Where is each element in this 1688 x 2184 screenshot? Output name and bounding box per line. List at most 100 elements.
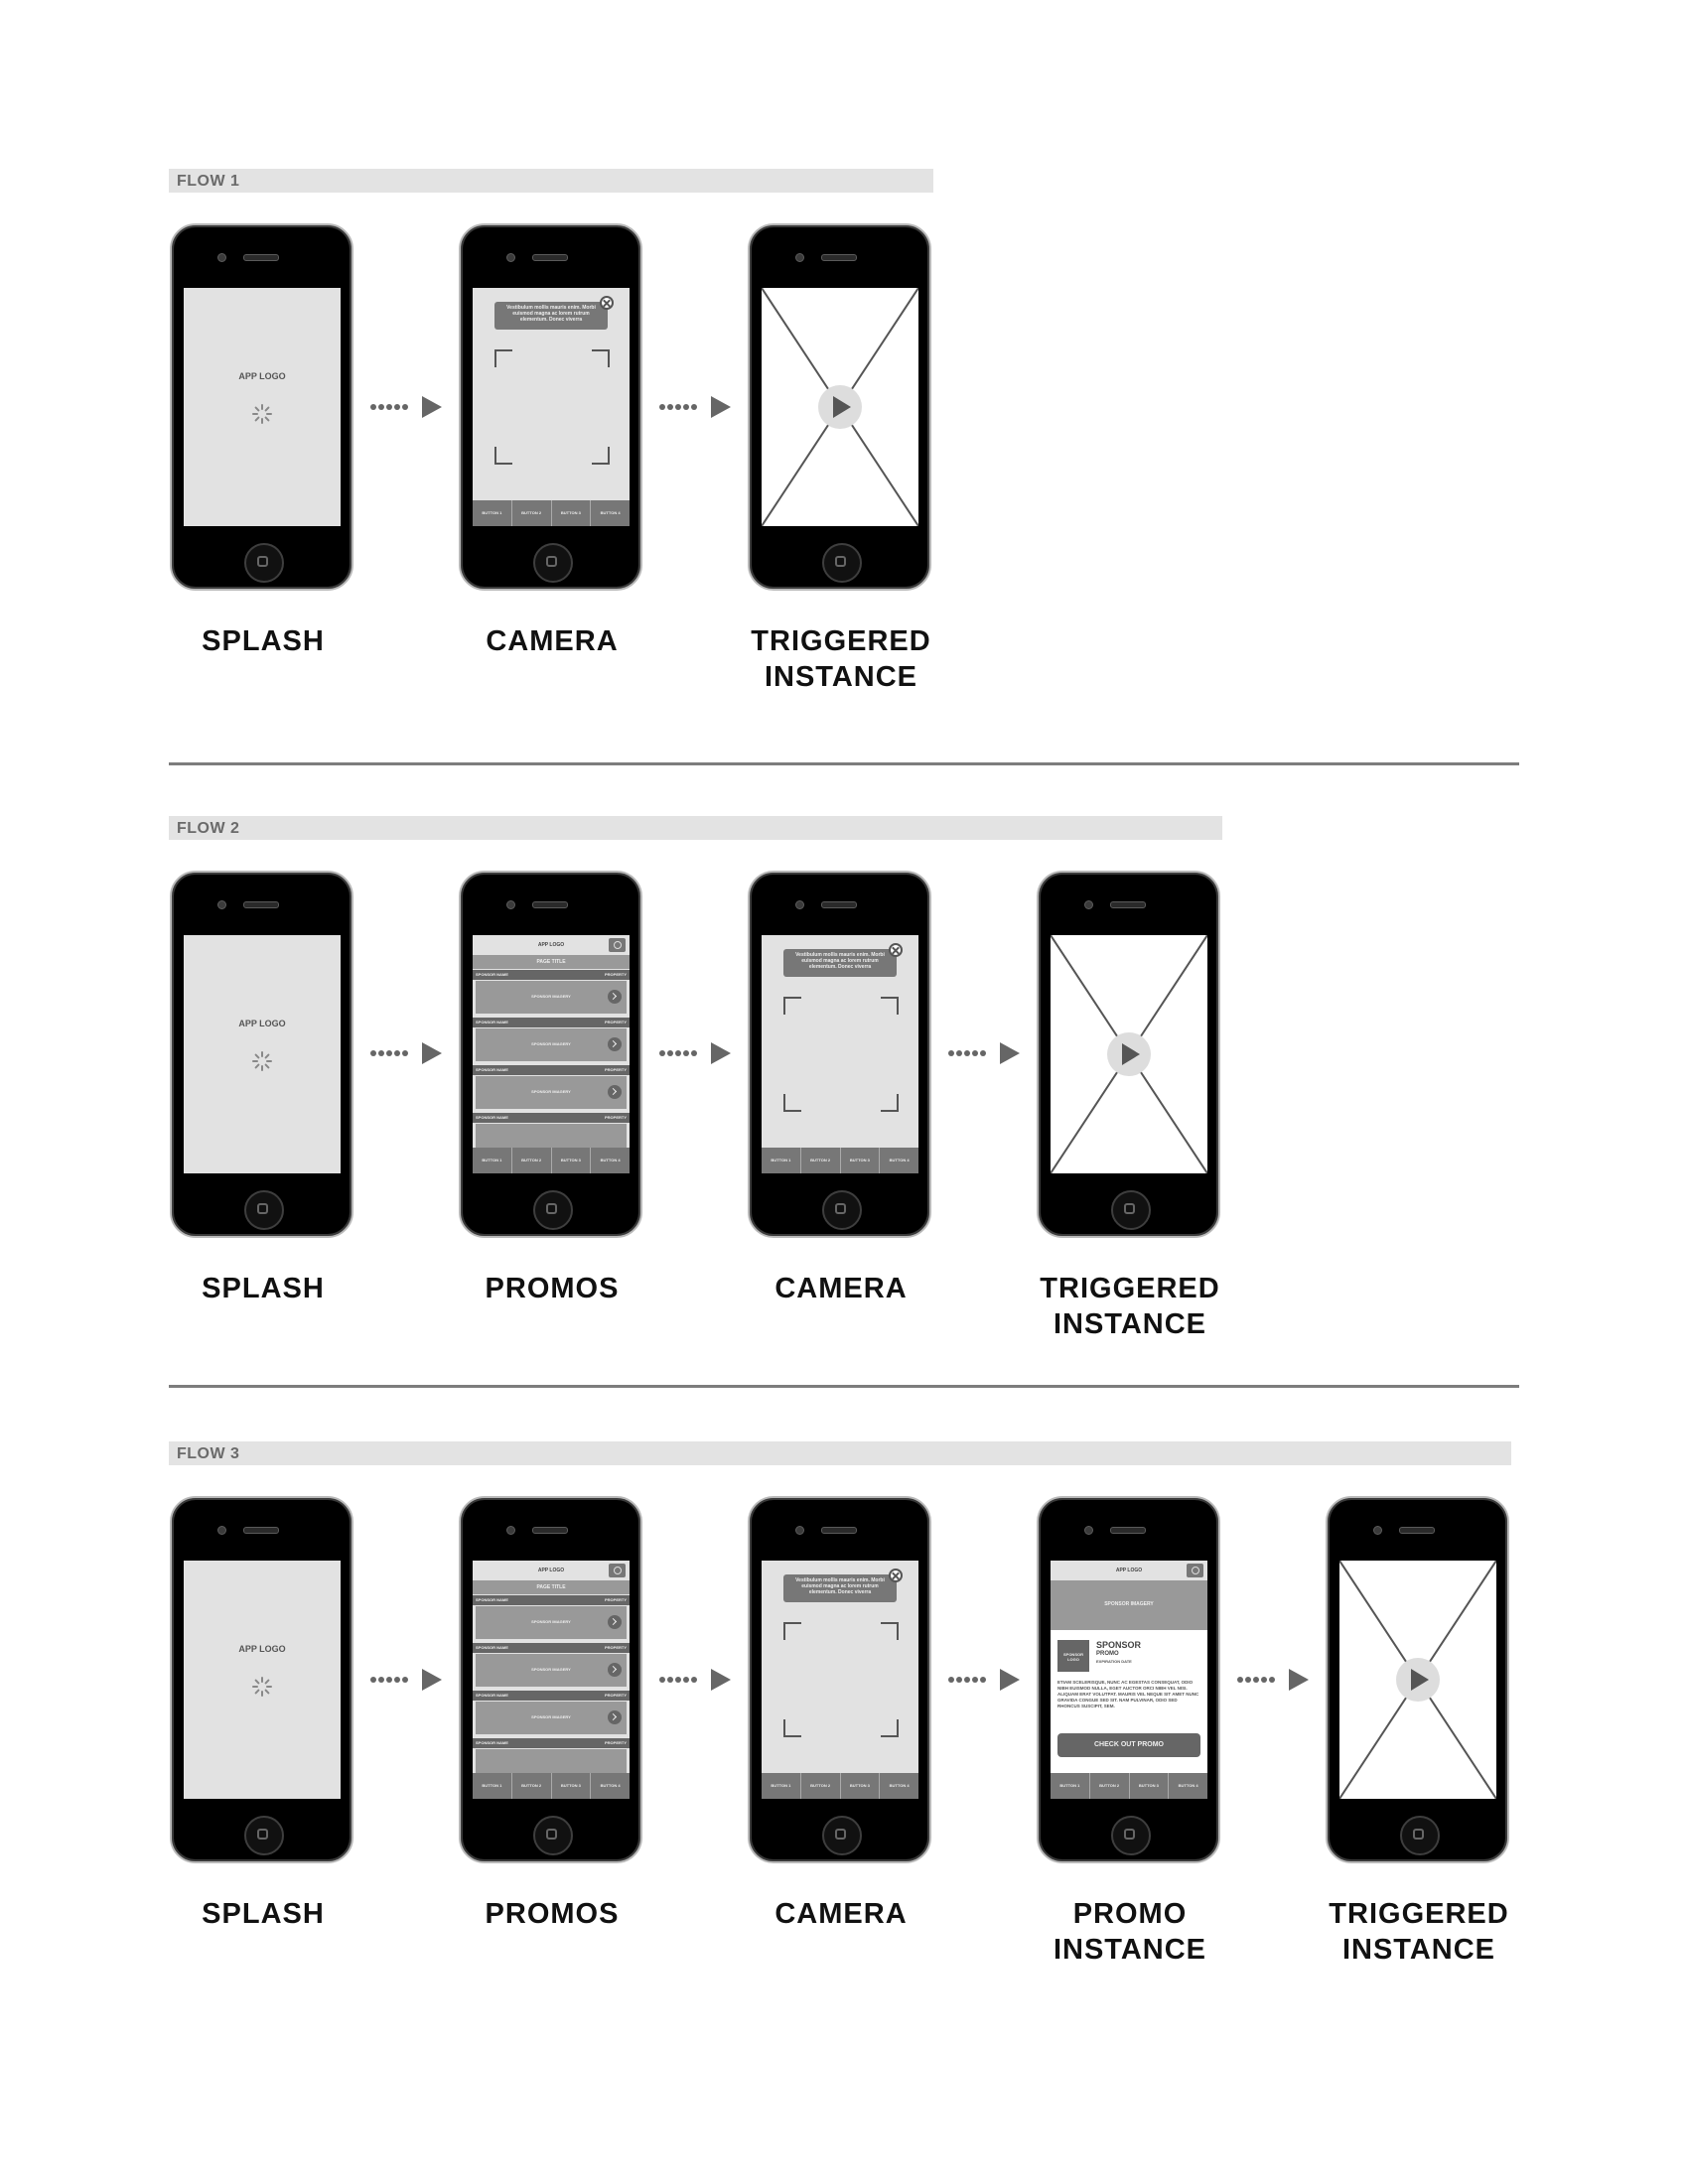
tab-button-2[interactable]: BUTTON 2 — [512, 1148, 552, 1173]
gear-icon[interactable] — [609, 1564, 626, 1577]
tab-button-3[interactable]: BUTTON 3 — [552, 1148, 592, 1173]
tab-button-3[interactable]: BUTTON 3 — [1130, 1773, 1170, 1799]
tab-button-3[interactable]: BUTTON 3 — [841, 1148, 881, 1173]
phone-camera: Vestibulum mollis mauris enim. Morbi eui… — [459, 223, 642, 591]
gear-icon[interactable] — [1187, 1564, 1203, 1577]
tab-button-1[interactable]: BUTTON 1 — [473, 1773, 512, 1799]
caption-promos: PROMOS — [485, 1898, 620, 1930]
tab-button-4[interactable]: BUTTON 4 — [600, 1158, 621, 1162]
tab-bar: BUTTON 1 BUTTON 2 BUTTON 3 BUTTON 4 — [762, 1148, 918, 1173]
app-header: APP LOGO — [473, 1561, 630, 1580]
tab-bar: BUTTON 1 BUTTON 2 BUTTON 3 BUTTON 4 — [473, 1773, 630, 1799]
tab-bar: BUTTON 1 BUTTON 2 BUTTON 3 BUTTON 4 — [1051, 1773, 1207, 1799]
close-icon[interactable] — [889, 943, 903, 957]
caption-splash: SPLASH — [202, 1273, 325, 1304]
tab-button-1[interactable]: BUTTON 1 — [1051, 1773, 1090, 1799]
tab-button-2[interactable]: BUTTON 2 — [801, 1773, 841, 1799]
app-header: APP LOGO — [1051, 1561, 1207, 1580]
tab-button-4[interactable]: BUTTON 4 — [600, 1783, 621, 1788]
tab-button-1[interactable]: BUTTON 1 — [473, 1148, 512, 1173]
play-icon — [833, 396, 851, 418]
app-header: APP LOGO — [473, 935, 630, 955]
promo-title: SPONSOR — [1096, 1640, 1142, 1650]
chevron-right-icon[interactable] — [608, 1037, 622, 1051]
tab-bar: BUTTON 1 BUTTON 2 BUTTON 3 BUTTON 4 — [762, 1773, 918, 1799]
loading-spinner-icon — [252, 1677, 272, 1697]
app-logo: APP LOGO — [238, 371, 286, 381]
tab-button-3[interactable]: BUTTON 3 — [841, 1773, 881, 1799]
tab-button-4[interactable]: BUTTON 4 — [1178, 1783, 1198, 1788]
caption-promos: PROMOS — [485, 1273, 620, 1304]
promo-subtitle: PROMO — [1096, 1651, 1119, 1657]
flow-2-label: FLOW 2 — [169, 816, 1222, 840]
tab-button-3[interactable]: BUTTON 3 — [552, 1773, 592, 1799]
loading-spinner-icon — [252, 404, 272, 424]
phone-triggered-instance — [1326, 1496, 1509, 1863]
tab-button-1[interactable]: BUTTON 1 — [762, 1148, 801, 1173]
video-placeholder — [1339, 1561, 1496, 1799]
chevron-right-icon[interactable] — [608, 1615, 622, 1629]
flow-arrow-icon — [370, 1669, 442, 1691]
close-icon[interactable] — [600, 296, 614, 310]
chevron-right-icon[interactable] — [608, 1085, 622, 1099]
check-out-promo-button[interactable]: CHECK OUT PROMO — [1057, 1733, 1200, 1757]
flow-divider — [169, 762, 1519, 765]
chevron-right-icon[interactable] — [608, 1710, 622, 1724]
flow-arrow-icon — [948, 1669, 1020, 1691]
tab-button-2[interactable]: BUTTON 2 — [512, 500, 552, 526]
expiration-date: EXPIRATION DATE — [1096, 1659, 1132, 1664]
phone-triggered-instance — [1037, 871, 1220, 1238]
tab-button-4[interactable]: BUTTON 4 — [889, 1783, 910, 1788]
tab-button-3[interactable]: BUTTON 3 — [552, 500, 592, 526]
phone-camera: Vestibulum mollis mauris enim. Morbi eui… — [748, 871, 931, 1238]
tab-button-4[interactable]: BUTTON 4 — [889, 1158, 910, 1162]
tab-button-2[interactable]: BUTTON 2 — [1090, 1773, 1130, 1799]
flow-arrow-icon — [659, 396, 731, 418]
triggered-screen — [1339, 1561, 1496, 1799]
flow-arrow-icon — [948, 1042, 1020, 1064]
tab-button-2[interactable]: BUTTON 2 — [512, 1773, 552, 1799]
tab-button-4[interactable]: BUTTON 4 — [600, 510, 621, 515]
flow-arrow-icon — [1237, 1669, 1309, 1691]
caption-triggered-instance: TRIGGERED INSTANCE — [1040, 1273, 1220, 1340]
play-icon — [1122, 1043, 1140, 1065]
chevron-right-icon[interactable] — [608, 1663, 622, 1677]
caption-camera: CAMERA — [774, 1898, 908, 1930]
tab-bar: BUTTON 1 BUTTON 2 BUTTON 3 BUTTON 4 — [473, 500, 630, 526]
splash-screen: APP LOGO — [184, 1561, 341, 1799]
gear-icon[interactable] — [609, 938, 626, 952]
video-placeholder — [762, 288, 918, 526]
page-title: PAGE TITLE — [473, 1580, 630, 1594]
caption-promo-instance: PROMO INSTANCE — [1053, 1898, 1207, 1966]
caption-triggered-instance: TRIGGERED INSTANCE — [751, 625, 931, 693]
flow-divider — [169, 1385, 1519, 1388]
flow-arrow-icon — [659, 1042, 731, 1064]
app-logo: APP LOGO — [238, 1644, 286, 1654]
flow-arrow-icon — [370, 396, 442, 418]
phone-promo-instance: APP LOGO SPONSOR IMAGERY SPONSOR LOGO SP… — [1037, 1496, 1220, 1863]
loading-spinner-icon — [252, 1051, 272, 1071]
page-title: PAGE TITLE — [473, 955, 630, 969]
tab-button-2[interactable]: BUTTON 2 — [801, 1148, 841, 1173]
tab-button-1[interactable]: BUTTON 1 — [473, 500, 512, 526]
phone-splash: APP LOGO — [170, 871, 353, 1238]
chevron-right-icon[interactable] — [608, 990, 622, 1004]
flow-arrow-icon — [370, 1042, 442, 1064]
camera-tooltip: Vestibulum mollis mauris enim. Morbi eui… — [783, 1574, 897, 1602]
phone-camera: Vestibulum mollis mauris enim. Morbi eui… — [748, 1496, 931, 1863]
tab-button-1[interactable]: BUTTON 1 — [762, 1773, 801, 1799]
splash-screen: APP LOGO — [184, 288, 341, 526]
promo-body: ETIAM SCELERISQUE, NUNC AC EGESTAS CONSE… — [1057, 1680, 1199, 1708]
splash-screen: APP LOGO — [184, 935, 341, 1173]
caption-triggered-instance: TRIGGERED INSTANCE — [1329, 1898, 1509, 1966]
flow-arrow-icon — [659, 1669, 731, 1691]
close-icon[interactable] — [889, 1569, 903, 1582]
